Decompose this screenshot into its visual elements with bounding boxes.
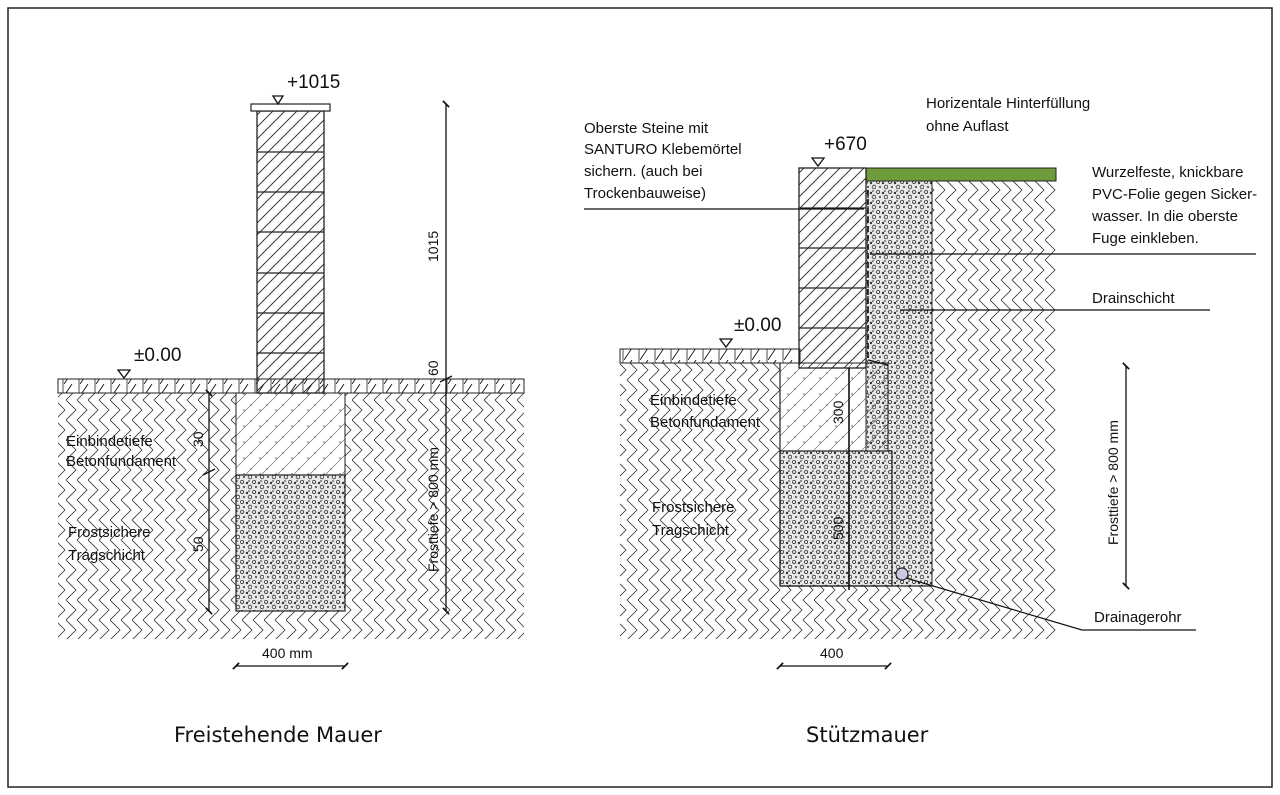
dim-foundation-left: 30 (190, 431, 206, 447)
note-backfill-2: ohne Auflast (926, 118, 1009, 135)
paving-right (619, 348, 801, 364)
label-foundation-left-2: Betonfundament (66, 453, 177, 470)
dim-plinth-left: 60 (425, 360, 441, 376)
dim-width-left: 400 mm (262, 645, 313, 661)
note-foil-3: wasser. In die oberste (1091, 208, 1238, 225)
concrete-foundation-right (779, 362, 889, 452)
note-top-1: Oberste Steine mit (584, 120, 709, 137)
dim-frost-left: Frosttiefe > 800 mm (425, 447, 441, 572)
level-ground-left: ±0.00 (134, 345, 181, 366)
level-marker-ground-left (116, 369, 132, 380)
frame (7, 7, 1273, 788)
note-top-2: SANTURO Klebemörtel (584, 141, 742, 158)
level-ground-right: ±0.00 (734, 315, 781, 336)
note-drain-layer: Drainschicht (1092, 290, 1175, 307)
wall-cap (250, 103, 331, 112)
dim-height-left: 1015 (425, 231, 441, 262)
left-drawing: +1015 ±0.00 Einbindetiefe Betonfundament… (57, 72, 525, 747)
label-base-right-2: Tragschicht (652, 522, 730, 539)
dim-base-left: 50 (190, 536, 206, 552)
note-foil-2: PVC-Folie gegen Sicker- (1092, 186, 1257, 203)
level-marker-ground-right (718, 338, 734, 349)
note-backfill-1: Horizentale Hinterfüllung (926, 95, 1090, 112)
dim-frost-right: Frosttiefe > 800 mm (1105, 420, 1121, 545)
label-foundation-right-2: Betonfundament (650, 414, 761, 431)
caption-left: Freistehende Mauer (174, 723, 382, 747)
level-marker-top-right (810, 157, 826, 168)
label-base-left-2: Tragschicht (68, 547, 146, 564)
drain-pipe (895, 567, 909, 581)
concrete-foundation-left (235, 392, 346, 476)
label-foundation-left-1: Einbindetiefe (66, 433, 153, 450)
soil-right-front (620, 363, 780, 639)
level-top-right: +670 (824, 134, 867, 155)
note-top-4: Trockenbauweise) (584, 185, 706, 202)
label-base-left-1: Frostsichere (68, 524, 151, 541)
right-drawing: +670 ±0.00 Oberste Steine mit SANTURO Kl… (584, 95, 1257, 747)
note-foil-1: Wurzelfeste, knickbare (1092, 164, 1243, 181)
level-marker-top-left (271, 95, 285, 106)
gravel-base-left (235, 474, 346, 612)
soil-right-back (932, 181, 1056, 639)
dim-base-right: 500 (830, 516, 846, 540)
gravel-base-right (779, 450, 893, 587)
level-top-left: +1015 (287, 72, 340, 93)
note-top-3: sichern. (auch bei (584, 163, 702, 180)
retaining-wall (798, 167, 867, 369)
wall-column (256, 110, 325, 394)
turf (865, 167, 1057, 182)
label-base-right-1: Frostsichere (652, 499, 735, 516)
note-foil-4: Fuge einkleben. (1092, 230, 1199, 247)
dim-width-right: 400 (820, 645, 844, 661)
label-foundation-right-1: Einbindetiefe (650, 392, 737, 409)
caption-right: Stützmauer (806, 723, 929, 747)
note-drain-pipe: Drainagerohr (1094, 609, 1182, 626)
dim-foundation-right: 300 (830, 400, 846, 424)
